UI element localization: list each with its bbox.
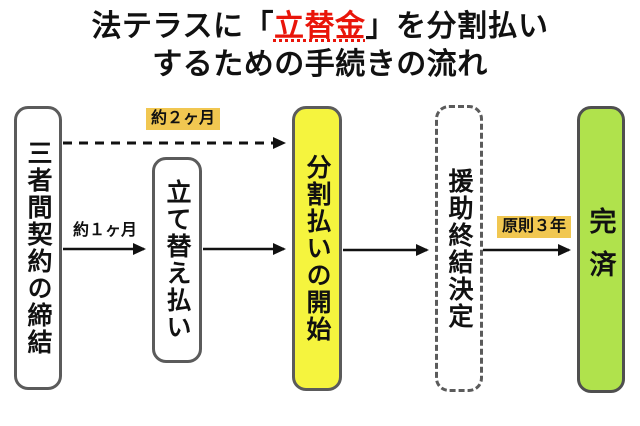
- flow-step-aid-termination: 援助終結決定: [435, 105, 483, 392]
- annotation-approx-2-months: 約２ヶ月: [146, 108, 221, 130]
- flow-step-installment-start: 分割払いの開始: [292, 106, 342, 391]
- title-line1-prefix: 法テラスに「: [91, 10, 274, 43]
- annotation-approx-1-month: 約１ヶ月: [73, 222, 138, 239]
- flow-step-advance-payment: 立て替え払い: [152, 157, 202, 363]
- flow-step-contract: 三者間契約の締結: [14, 106, 62, 390]
- title-keyword-tatekaekin: 立替金: [273, 10, 366, 43]
- annotation-3-years-rule: 原則３年: [497, 216, 572, 238]
- flow-step-fully-repaid: 完済: [577, 106, 625, 393]
- title-line1-suffix: 」を分割払い: [365, 10, 549, 43]
- title-line-1: 法テラスに「立替金」を分割払い: [0, 8, 640, 46]
- page-title: 法テラスに「立替金」を分割払い するための手続きの流れ: [0, 8, 640, 84]
- title-line-2: するための手続きの流れ: [152, 48, 488, 81]
